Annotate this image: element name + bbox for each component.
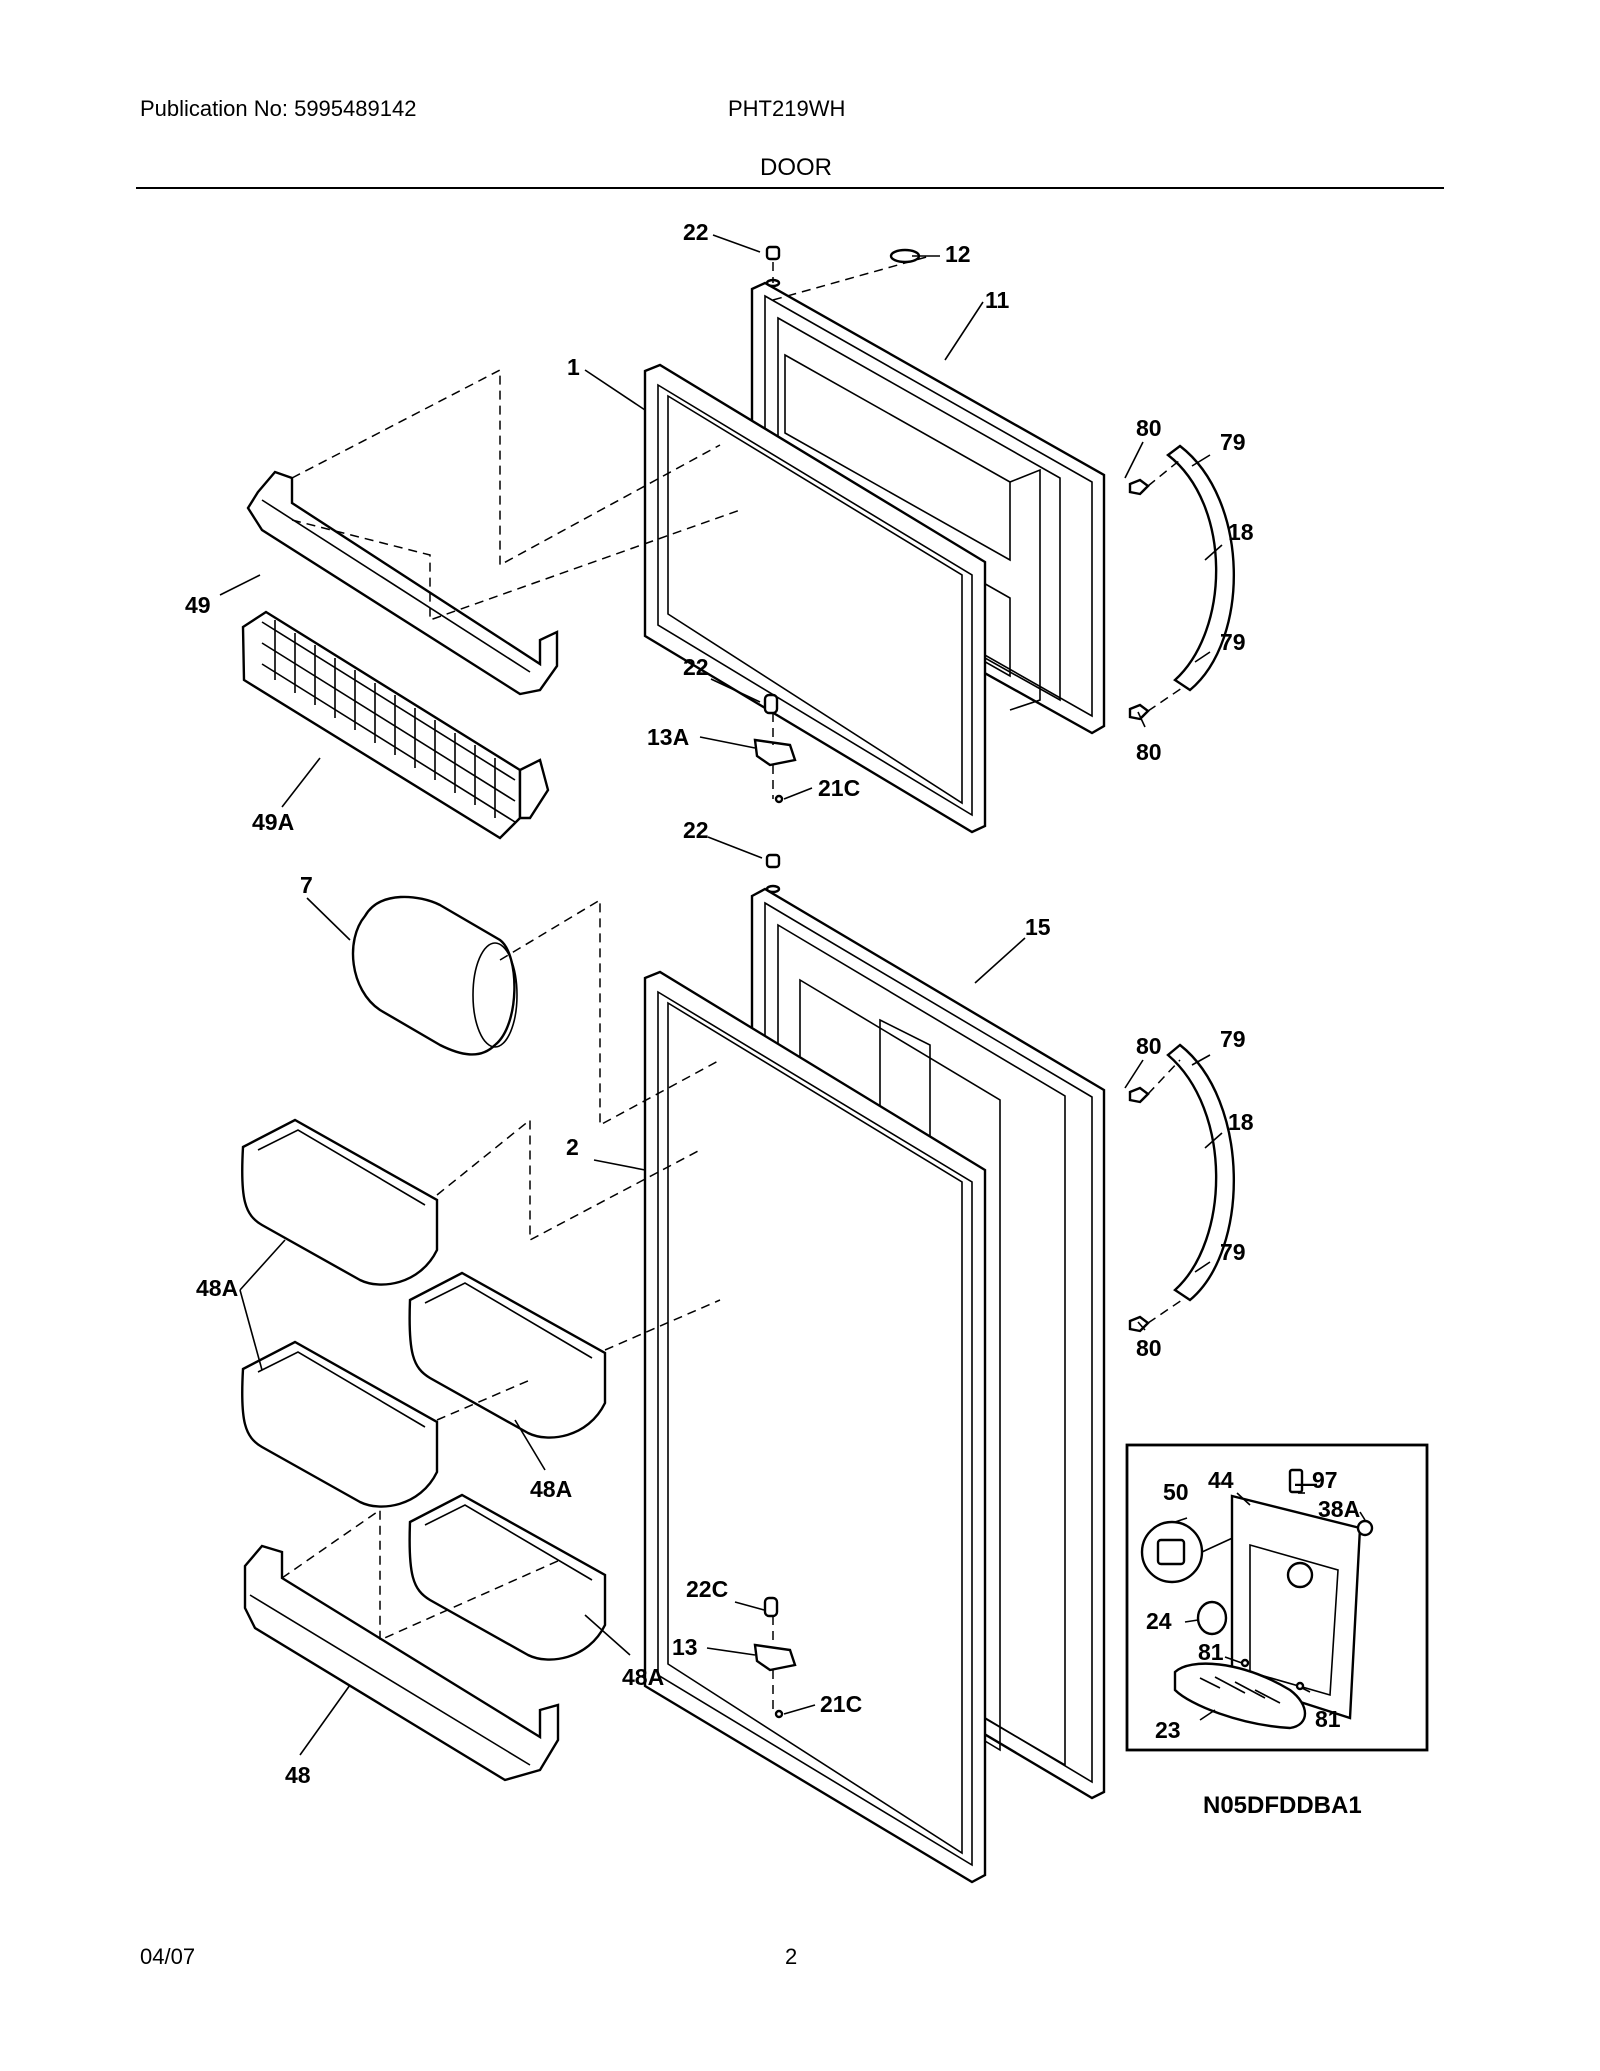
callout-11: 11 bbox=[985, 287, 1010, 313]
callout-13A: 13A bbox=[647, 724, 689, 750]
page-number: 2 bbox=[785, 1944, 798, 1969]
callout-50: 50 bbox=[1163, 1479, 1189, 1505]
freezer-wire-shelf-49A bbox=[241, 610, 550, 840]
callout-12: 12 bbox=[945, 241, 971, 267]
callout-48A-right-upper: 48A bbox=[530, 1476, 572, 1502]
freezer-hinge-hardware bbox=[753, 245, 1150, 804]
callout-48A-left: 48A bbox=[196, 1275, 238, 1301]
callout-80-lower-bottom: 80 bbox=[1136, 1335, 1162, 1361]
model-number: PHT219WH bbox=[728, 96, 846, 121]
callout-79-lower-bottom: 79 bbox=[1220, 1239, 1246, 1265]
callout-18-fresh: 18 bbox=[1228, 1109, 1254, 1135]
door-bin-48A-right-upper bbox=[408, 1271, 607, 1439]
callout-97-dash: — bbox=[1295, 1471, 1317, 1496]
callout-23: 23 bbox=[1155, 1717, 1181, 1743]
header-rule bbox=[136, 187, 1444, 189]
callout-38A: 38A bbox=[1318, 1496, 1360, 1522]
callout-1: 1 bbox=[567, 354, 580, 380]
fresh-food-handle-18 bbox=[1166, 1043, 1235, 1302]
door-bin-48A-left-upper bbox=[240, 1118, 439, 1286]
assembly-lines bbox=[281, 255, 1183, 1714]
callout-18-freezer: 18 bbox=[1228, 519, 1254, 545]
callout-97: 97 bbox=[1312, 1467, 1338, 1493]
callout-21C-lower: 21C bbox=[820, 1691, 862, 1717]
callout-79-upper-top: 79 bbox=[1220, 429, 1246, 455]
publication-number: Publication No: 5995489142 bbox=[140, 96, 417, 121]
callout-81-right: 81 bbox=[1315, 1706, 1341, 1732]
callout-48: 48 bbox=[285, 1762, 311, 1788]
callout-49A: 49A bbox=[252, 809, 294, 835]
callout-13: 13 bbox=[672, 1634, 698, 1660]
callout-22-fresh-top: 22 bbox=[683, 817, 709, 843]
fresh-food-gasket-2 bbox=[643, 970, 987, 1884]
callout-80-upper-bottom: 80 bbox=[1136, 739, 1162, 765]
leader-lines bbox=[219, 234, 1366, 1756]
callout-21C-upper: 21C bbox=[818, 775, 860, 801]
door-bin-48A-right-lower bbox=[408, 1493, 607, 1661]
callout-48A-right-lower: 48A bbox=[622, 1664, 664, 1690]
footer-date: 04/07 bbox=[140, 1944, 196, 1969]
freezer-handle-18 bbox=[1166, 444, 1235, 692]
callout-49: 49 bbox=[185, 592, 211, 618]
callout-80-lower-top: 80 bbox=[1136, 1033, 1162, 1059]
image-code: N05DFDDBA1 bbox=[1203, 1792, 1362, 1819]
callout-24: 24 bbox=[1146, 1608, 1172, 1634]
callout-80-upper-top: 80 bbox=[1136, 415, 1162, 441]
callout-15: 15 bbox=[1025, 914, 1051, 940]
callout-labels: 22 12 11 1 80 79 18 79 80 49 49A 22 13A … bbox=[185, 219, 1360, 1788]
control-housing-inset bbox=[1125, 1443, 1429, 1752]
door-shelf-48 bbox=[243, 1544, 560, 1782]
callout-44: 44 bbox=[1208, 1467, 1234, 1493]
freezer-gasket-1 bbox=[643, 363, 987, 834]
callout-22-freezer-pin: 22 bbox=[683, 654, 709, 680]
callout-79-upper-bottom: 79 bbox=[1220, 629, 1246, 655]
callout-79-lower-top: 79 bbox=[1220, 1026, 1246, 1052]
callout-81-left: 81 bbox=[1198, 1639, 1224, 1665]
callout-22-freezer-top: 22 bbox=[683, 219, 709, 245]
callout-22C: 22C bbox=[686, 1576, 728, 1602]
callout-7: 7 bbox=[300, 872, 313, 898]
callout-2: 2 bbox=[566, 1134, 579, 1160]
dairy-door-7 bbox=[351, 895, 518, 1056]
section-title: DOOR bbox=[760, 154, 832, 181]
door-bin-48A-left-lower bbox=[240, 1340, 439, 1508]
